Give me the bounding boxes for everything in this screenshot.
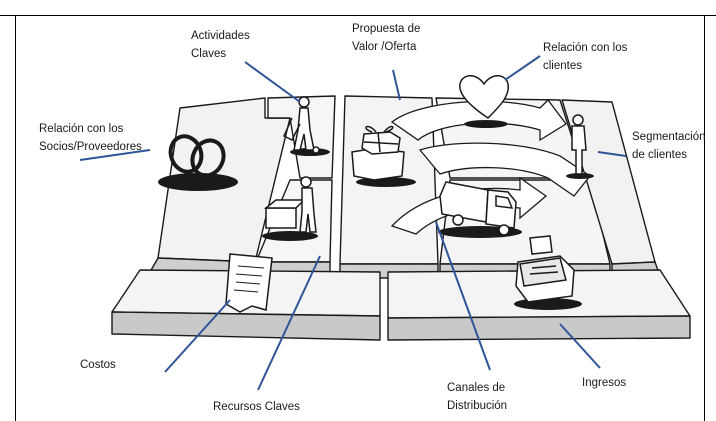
label-key-partners-line2: Socios/Proveedores [39, 141, 142, 153]
frame-top-line [0, 15, 716, 16]
receipt-icon [225, 253, 273, 313]
label-key-activities-line2: Claves [191, 48, 227, 60]
label-value-proposition-line1: Propuesta de [352, 23, 421, 35]
gift-cart-icon [351, 125, 416, 187]
truck-icon [438, 181, 522, 238]
label-key-partners-line1: Relación con los [39, 123, 124, 135]
label-revenue-streams: Ingresos [582, 377, 627, 389]
person-icon [566, 114, 594, 179]
cash-register-icon [514, 235, 582, 310]
label-channels-line2: Distribución [447, 400, 508, 412]
label-customer-segments-line2: de clientes [632, 149, 687, 161]
label-channels-line1: Canales de [447, 382, 506, 394]
label-value-proposition-line2: Valor /Oferta [352, 41, 417, 53]
board-bottom [111, 269, 691, 341]
rings-icon [158, 134, 238, 191]
frame-left-line [15, 15, 16, 421]
label-customer-relationships-line1: Relación con los [543, 42, 628, 54]
label-cost-structure: Costos [80, 359, 116, 371]
label-customer-relationships-line2: clientes [543, 60, 582, 72]
pointer-lines [79, 55, 627, 391]
label-customer-segments-line1: Segmentación [632, 131, 706, 143]
frame-right-line [704, 15, 705, 421]
worker-with-boxes-icon [262, 176, 318, 241]
label-key-activities-line1: Actividades [191, 30, 250, 42]
heart-icon [459, 75, 509, 128]
label-key-resources: Recursos Claves [213, 401, 300, 413]
